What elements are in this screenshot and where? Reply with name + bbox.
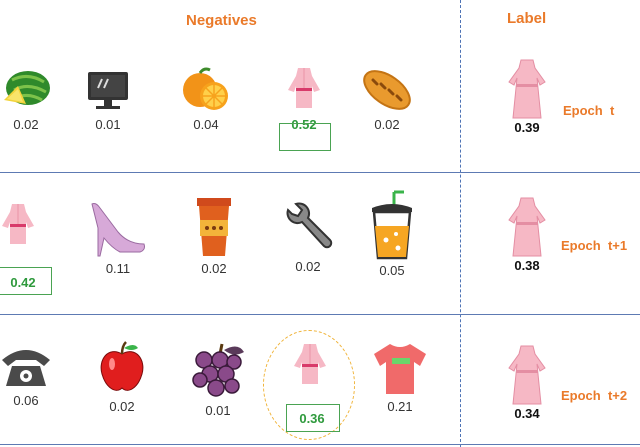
negative-item: 0.04 [174, 64, 238, 134]
label-score: 0.39 [514, 120, 540, 135]
row-divider-1 [0, 172, 640, 173]
negative-item: 0.05 [360, 190, 424, 280]
row-divider-2 [0, 314, 640, 315]
negative-item: 0.02 [355, 64, 419, 134]
dress-icon [508, 197, 546, 257]
negative-item: 0.52 [272, 64, 336, 134]
negative-item: 0.01 [76, 64, 140, 134]
negative-item [0, 200, 50, 250]
apple-icon [100, 341, 144, 391]
juice-cup-icon [372, 190, 412, 260]
negative-item: 0.06 [0, 342, 58, 410]
item-score: 0.01 [205, 403, 231, 418]
negative-item: 0.21 [368, 340, 432, 416]
dress-icon [288, 68, 320, 108]
item-score: 0.01 [95, 117, 121, 132]
item-score: 0.11 [105, 261, 131, 276]
label-item: 0.38 [497, 196, 557, 273]
coffee-cup-icon [197, 198, 231, 256]
epoch-label: Epoch t+2 [561, 388, 628, 403]
label-item: 0.34 [497, 344, 557, 421]
negative-item: 0.02 [0, 64, 58, 134]
monitor-icon [88, 72, 128, 109]
epoch-label: Epoch t+1 [561, 238, 628, 253]
dashed-circle-highlight [263, 330, 355, 440]
dress-icon [508, 345, 546, 405]
item-score: 0.02 [374, 117, 400, 132]
highlight-box [286, 404, 340, 432]
label-score: 0.34 [514, 406, 540, 421]
epoch-label: Epoch t [563, 103, 615, 118]
high-heel-icon [91, 203, 145, 257]
item-score-highlighted: 0.42 [10, 275, 36, 290]
item-score: 0.02 [109, 399, 135, 414]
label-item: 0.39 [497, 58, 557, 135]
negatives-header: Negatives [186, 12, 257, 29]
dress-icon [2, 204, 34, 244]
item-score: 0.06 [13, 393, 39, 408]
t-shirt-icon [374, 344, 426, 394]
negative-item: 0.02 [182, 196, 246, 278]
dress-icon [508, 59, 546, 119]
item-score: 0.02 [13, 117, 39, 132]
negative-item [278, 340, 342, 390]
item-score: 0.04 [193, 117, 219, 132]
item-score-highlighted: 0.36 [299, 411, 325, 426]
item-score: 0.05 [379, 263, 405, 278]
row-divider-3 [0, 444, 640, 445]
orange-icon [183, 67, 228, 110]
highlight-box [0, 267, 52, 295]
wrench-icon [286, 202, 333, 249]
bread-icon [363, 70, 411, 110]
negative-item: 0.02 [90, 340, 154, 416]
item-score: 0.21 [387, 399, 413, 414]
item-score-highlighted: 0.52 [291, 117, 317, 132]
label-score: 0.38 [514, 258, 540, 273]
dress-icon [294, 344, 326, 384]
item-score: 0.02 [295, 259, 321, 274]
negative-item: 0.02 [276, 200, 340, 276]
negative-item: 0.01 [186, 340, 250, 420]
column-divider [460, 0, 461, 447]
watermelon-icon [4, 71, 50, 105]
grapes-icon [192, 343, 244, 397]
highlight-box [279, 123, 331, 151]
label-header: Label [507, 10, 547, 27]
item-score: 0.02 [201, 261, 227, 276]
telephone-icon [2, 350, 50, 386]
negative-item: 0.11 [86, 198, 150, 278]
